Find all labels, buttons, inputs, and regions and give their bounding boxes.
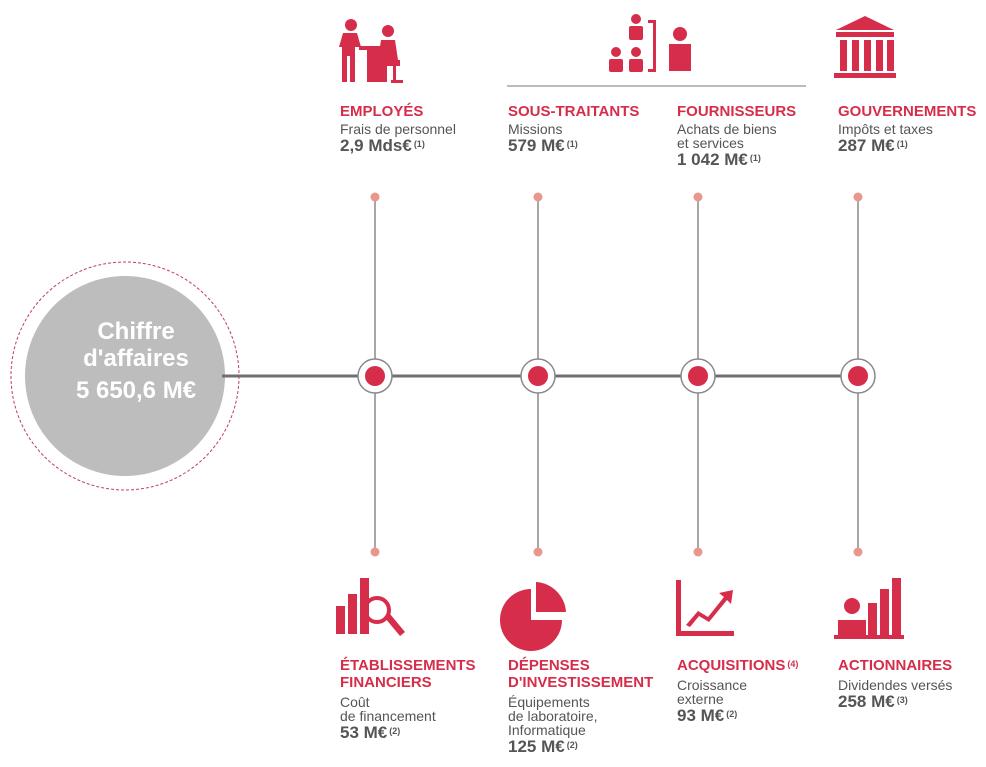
stakeholder-desc: Achats de biens: [677, 121, 777, 137]
stakeholder-value: 93 M€(2): [677, 706, 798, 725]
footnote-ref: (1): [566, 139, 578, 149]
growth-chart-icon: [676, 580, 734, 636]
node-employees: [357, 358, 393, 394]
pie-chart-icon: [500, 582, 566, 651]
stakeholder-title: EMPLOYÉS: [340, 103, 424, 120]
subcontractors-suppliers-icon: [609, 14, 691, 72]
connector-end-dots: [370, 192, 863, 557]
node-governments: [840, 358, 876, 394]
stakeholder-desc: Croissance: [677, 677, 748, 693]
revenue-circle: [25, 276, 225, 476]
stakeholder-value: 258 M€(3): [838, 692, 952, 711]
stakeholder-desc: Frais de personnel: [340, 121, 456, 137]
stakeholder-title: D'INVESTISSEMENT: [508, 674, 654, 691]
stakeholder-employees: EMPLOYÉS Frais de personnel 2,9 Mds€(1): [340, 103, 456, 155]
stakeholder-desc: Coût: [340, 694, 370, 710]
value-text: 2,9 Mds€: [340, 136, 412, 155]
stakeholder-title: FOURNISSEURS: [677, 103, 797, 120]
title-text: ACQUISITIONS: [677, 657, 786, 674]
stakeholder-subcontractors: SOUS-TRAITANTS Missions 579 M€(1): [508, 103, 639, 155]
stakeholder-acquisitions: ACQUISITIONS(4) Croissance externe 93 M€…: [677, 657, 798, 725]
revenue-label: Chiffre d'affaires 5 650,6 M€: [36, 318, 236, 404]
shareholders-icon: [834, 578, 904, 639]
revenue-title-line1: Chiffre: [97, 318, 175, 345]
value-text: 287 M€: [838, 136, 895, 155]
revenue-value: 5 650,6 M€: [75, 377, 197, 404]
value-text: 1 042 M€: [677, 150, 748, 169]
stakeholder-capital-expenditure: DÉPENSES D'INVESTISSEMENT Équipements de…: [508, 657, 653, 756]
footnote-ref: (2): [566, 740, 578, 750]
footnote-ref: (1): [413, 139, 425, 149]
stakeholder-title: SOUS-TRAITANTS: [508, 103, 640, 120]
stakeholder-governments: GOUVERNEMENTS Impôts et taxes 287 M€(1): [838, 103, 976, 155]
stakeholder-desc: Informatique: [508, 722, 586, 738]
footnote-ref: (2): [389, 726, 401, 736]
footnote-ref: (1): [896, 139, 908, 149]
footnote-ref: (4): [787, 659, 799, 669]
value-text: 93 M€: [677, 706, 725, 725]
stakeholder-desc: et services: [677, 135, 744, 151]
stakeholder-suppliers: FOURNISSEURS Achats de biens et services…: [677, 103, 796, 169]
node-suppliers: [680, 358, 716, 394]
stakeholder-desc: Missions: [508, 121, 563, 137]
node-subcontractors: [520, 358, 556, 394]
stakeholder-value: 287 M€(1): [838, 136, 976, 155]
stakeholder-value: 53 M€(2): [340, 723, 476, 742]
footnote-ref: (1): [749, 153, 761, 163]
value-text: 125 M€: [508, 737, 565, 756]
stakeholder-title: DÉPENSES: [508, 657, 590, 674]
stakeholder-financial-institutions: ÉTABLISSEMENTS FINANCIERS Coût de financ…: [340, 657, 476, 742]
stakeholder-title: ACQUISITIONS(4): [677, 657, 798, 674]
stakeholder-desc: de financement: [340, 708, 436, 724]
stakeholder-title: ACTIONNAIRES: [838, 657, 953, 674]
financial-search-icon: [336, 578, 405, 636]
stakeholder-value: 125 M€(2): [508, 737, 653, 756]
footnote-ref: (2): [726, 709, 738, 719]
stakeholder-title: ÉTABLISSEMENTS: [340, 657, 476, 674]
footnote-ref: (3): [896, 695, 908, 705]
stakeholder-value: 579 M€(1): [508, 136, 639, 155]
government-building-icon: [834, 16, 896, 78]
stakeholder-desc: de laboratoire,: [508, 708, 598, 724]
stakeholder-desc: externe: [677, 691, 724, 707]
stakeholder-title: FINANCIERS: [340, 674, 432, 691]
stakeholder-shareholders: ACTIONNAIRES Dividendes versés 258 M€(3): [838, 657, 952, 711]
stakeholder-title: GOUVERNEMENTS: [838, 103, 977, 120]
stakeholder-desc: Impôts et taxes: [838, 121, 933, 137]
axis-nodes: [357, 358, 876, 394]
stakeholder-value: 2,9 Mds€(1): [340, 136, 456, 155]
stakeholder-value: 1 042 M€(1): [677, 150, 796, 169]
employees-icon: [339, 19, 403, 83]
stakeholder-desc: Équipements: [508, 694, 590, 710]
stakeholder-desc: Dividendes versés: [838, 677, 953, 693]
value-text: 258 M€: [838, 692, 895, 711]
revenue-title-line2: d'affaires: [83, 345, 189, 372]
value-text: 53 M€: [340, 723, 388, 742]
value-text: 579 M€: [508, 136, 565, 155]
